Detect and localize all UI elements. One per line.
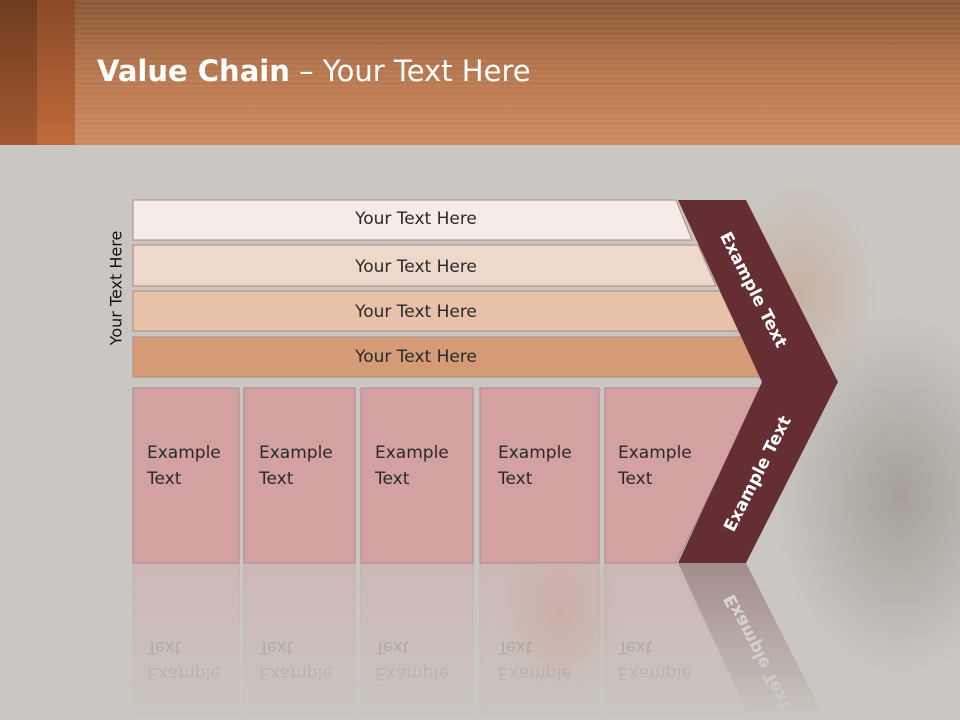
primary-cell-line2: Text: [497, 469, 533, 489]
primary-cell-line2: Text: [617, 637, 653, 657]
primary-activity-cell[interactable]: Example Text: [479, 387, 600, 564]
margin-chevron[interactable]: Example Text Example Text: [678, 200, 838, 563]
header-accent-stripe: [0, 0, 37, 145]
primary-cell-line1: Example: [147, 443, 221, 463]
header-accent-stripe: [37, 0, 75, 145]
slide-header: Value Chain – Your Text Here: [0, 0, 960, 145]
slide-title[interactable]: Value Chain – Your Text Here: [97, 54, 531, 88]
support-row-label: Your Text Here: [354, 347, 477, 367]
support-row-label: Your Text Here: [354, 257, 477, 277]
primary-cell-line2: Text: [258, 637, 294, 657]
primary-cell-shape: [479, 387, 600, 564]
primary-cell-line1: Example: [375, 663, 449, 683]
primary-activity-cell[interactable]: Example Text: [360, 387, 474, 564]
primary-cell-shape: [360, 387, 474, 564]
primary-cell-line1: Example: [259, 663, 333, 683]
primary-cell-line2: Text: [374, 469, 410, 489]
primary-cell-line2: Text: [617, 469, 653, 489]
primary-cell-line1: Example: [375, 443, 449, 463]
support-activity-row[interactable]: Your Text Here: [132, 336, 764, 378]
diagram-reflection: Text Example Text Example Text Example T…: [132, 562, 826, 720]
support-row-shape: [132, 244, 717, 287]
support-activity-row[interactable]: Your Text Here: [132, 290, 740, 332]
support-row-label: Your Text Here: [354, 302, 477, 322]
primary-activity-cell[interactable]: Example Text: [132, 387, 240, 564]
support-row-label: Your Text Here: [354, 209, 477, 229]
support-activity-row[interactable]: Your Text Here: [132, 244, 717, 287]
primary-cell-line1: Example: [498, 443, 572, 463]
primary-cell-shape: [243, 387, 356, 564]
primary-activity-cell[interactable]: Example Text: [243, 387, 356, 564]
slide-title-bold: Value Chain: [97, 54, 290, 88]
slide-title-rest: – Your Text Here: [289, 54, 531, 88]
primary-cell-line1: Example: [618, 443, 692, 463]
primary-cell-shape: [132, 387, 240, 564]
primary-cell-line1: Example: [259, 443, 333, 463]
header-texture: [75, 0, 960, 145]
support-activity-row[interactable]: Your Text Here: [132, 199, 693, 241]
primary-cell-line1: Example: [147, 663, 221, 683]
primary-cell-line2: Text: [146, 469, 182, 489]
primary-activity-cell[interactable]: Example Text: [604, 387, 763, 564]
primary-cell-line2: Text: [497, 637, 533, 657]
primary-cell-line2: Text: [146, 637, 182, 657]
primary-cell-line2: Text: [374, 637, 410, 657]
support-row-shape: [132, 199, 693, 241]
primary-cell-line1: Example: [618, 663, 692, 683]
primary-cell-line1: Example: [498, 663, 572, 683]
primary-cell-line2: Text: [258, 469, 294, 489]
margin-chevron-shape: [678, 200, 838, 563]
